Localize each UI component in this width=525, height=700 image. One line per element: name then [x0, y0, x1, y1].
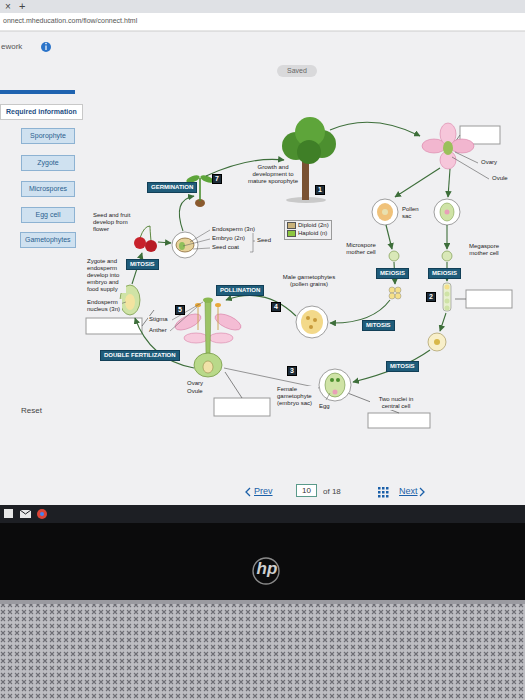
part-label: Endosperm nucleus (3n) — [86, 299, 122, 313]
node-text: 5 — [178, 306, 182, 314]
part-label: of 18 — [322, 487, 342, 496]
page-heading: ework — [0, 42, 23, 51]
legend-row: Haploid (n) — [287, 230, 329, 238]
node-text: MEIOSIS — [380, 270, 405, 277]
nav-link: Prev — [253, 486, 274, 497]
part-label: Two nuclei in central cell — [370, 396, 422, 410]
node-text: 2 — [429, 293, 433, 301]
node-text: GERMINATION — [151, 184, 193, 191]
url-text: onnect.mheducation.com/flow/connect.html — [2, 17, 138, 25]
answer-label: Zygote — [21, 155, 75, 171]
part-label: Stigma — [148, 316, 169, 323]
legend-row: Diploid (2n) — [287, 222, 329, 230]
node-text: 10 — [302, 486, 311, 495]
node-text: 3 — [290, 367, 294, 375]
part-label: Megaspore mother cell — [460, 243, 508, 257]
part-label: Ovary — [480, 159, 498, 166]
callout-number: 3 — [287, 366, 297, 376]
part-label: Egg — [318, 403, 331, 410]
node-text: DOUBLE FERTILIZATION — [104, 352, 176, 359]
part-label: Seed — [256, 237, 272, 244]
callout-number: 2 — [426, 292, 436, 302]
status-pill: Saved — [277, 65, 317, 77]
legend-text: Haploid (n) — [298, 230, 327, 236]
legend-text: Diploid (2n) — [298, 222, 329, 228]
process-step: MEIOSIS — [376, 268, 409, 279]
part-label: Ovule — [491, 175, 509, 182]
brand-logo: hp — [253, 559, 281, 579]
part-label: Microspore mother cell — [340, 242, 382, 256]
node-text: 4 — [274, 303, 278, 311]
node-text: Gametophytes — [25, 236, 71, 244]
tab-close: × — [4, 1, 12, 13]
legend: Diploid (2n) Haploid (n) — [284, 220, 332, 240]
part-label: Zygote and endosperm develop into embryo… — [86, 258, 126, 293]
page-number: 10 — [296, 484, 317, 497]
nav-link: Next — [398, 486, 419, 497]
node-text: MITOSIS — [366, 322, 391, 329]
node-text: POLLINATION — [220, 287, 260, 294]
part-label: Anther — [148, 327, 168, 334]
new-tab: + — [18, 0, 26, 13]
node-text: MITOSIS — [390, 363, 415, 370]
answer-label: Egg cell — [21, 207, 75, 223]
part-label: Seed and fruit develop from flower — [92, 212, 132, 233]
part-label: Ovule — [186, 388, 204, 395]
node-text: Required information — [6, 108, 77, 116]
process-step: POLLINATION — [216, 285, 264, 296]
node-text: 7 — [215, 175, 219, 183]
answer-label: Gametophytes — [20, 232, 76, 248]
part-label: Embryo (2n) — [211, 235, 246, 242]
process-step: MITOSIS — [126, 259, 159, 270]
process-step: MEIOSIS — [428, 268, 461, 279]
node-text: Sporophyte — [26, 132, 70, 140]
legend-swatch — [287, 230, 296, 237]
node-text: 1 — [318, 186, 322, 194]
part-label: Female gametophyte (embryo sac) — [276, 386, 318, 407]
answer-label: Sporophyte — [21, 128, 75, 144]
node-text: MEIOSIS — [432, 270, 457, 277]
callout-number: 4 — [271, 302, 281, 312]
callout-number: 7 — [212, 174, 222, 184]
process-step: MITOSIS — [386, 361, 419, 372]
part-label: Endosperm (3n) — [211, 226, 256, 233]
part-label: Growth and development to mature sporoph… — [244, 164, 302, 185]
callout-number: 1 — [315, 185, 325, 195]
process-step: DOUBLE FERTILIZATION — [100, 350, 180, 361]
part-label: Reset — [20, 406, 43, 415]
node-text: Zygote — [26, 159, 70, 167]
callout-number: 5 — [175, 305, 185, 315]
part-label: Seed coat — [211, 244, 240, 251]
node-text: Microspores — [26, 185, 70, 193]
part-label: Male gametophytes (pollen grains) — [278, 274, 340, 288]
part-label: Ovary — [186, 380, 204, 387]
node-text: Egg cell — [26, 211, 70, 219]
process-step: GERMINATION — [147, 182, 197, 193]
legend-swatch — [287, 222, 296, 229]
answer-label: Microspores — [21, 181, 75, 197]
node-text: MITOSIS — [130, 261, 155, 268]
process-step: MITOSIS — [362, 320, 395, 331]
node-text: Saved — [287, 67, 307, 75]
section-header: Required information — [0, 104, 83, 120]
part-label: Pollen sac — [401, 206, 429, 220]
